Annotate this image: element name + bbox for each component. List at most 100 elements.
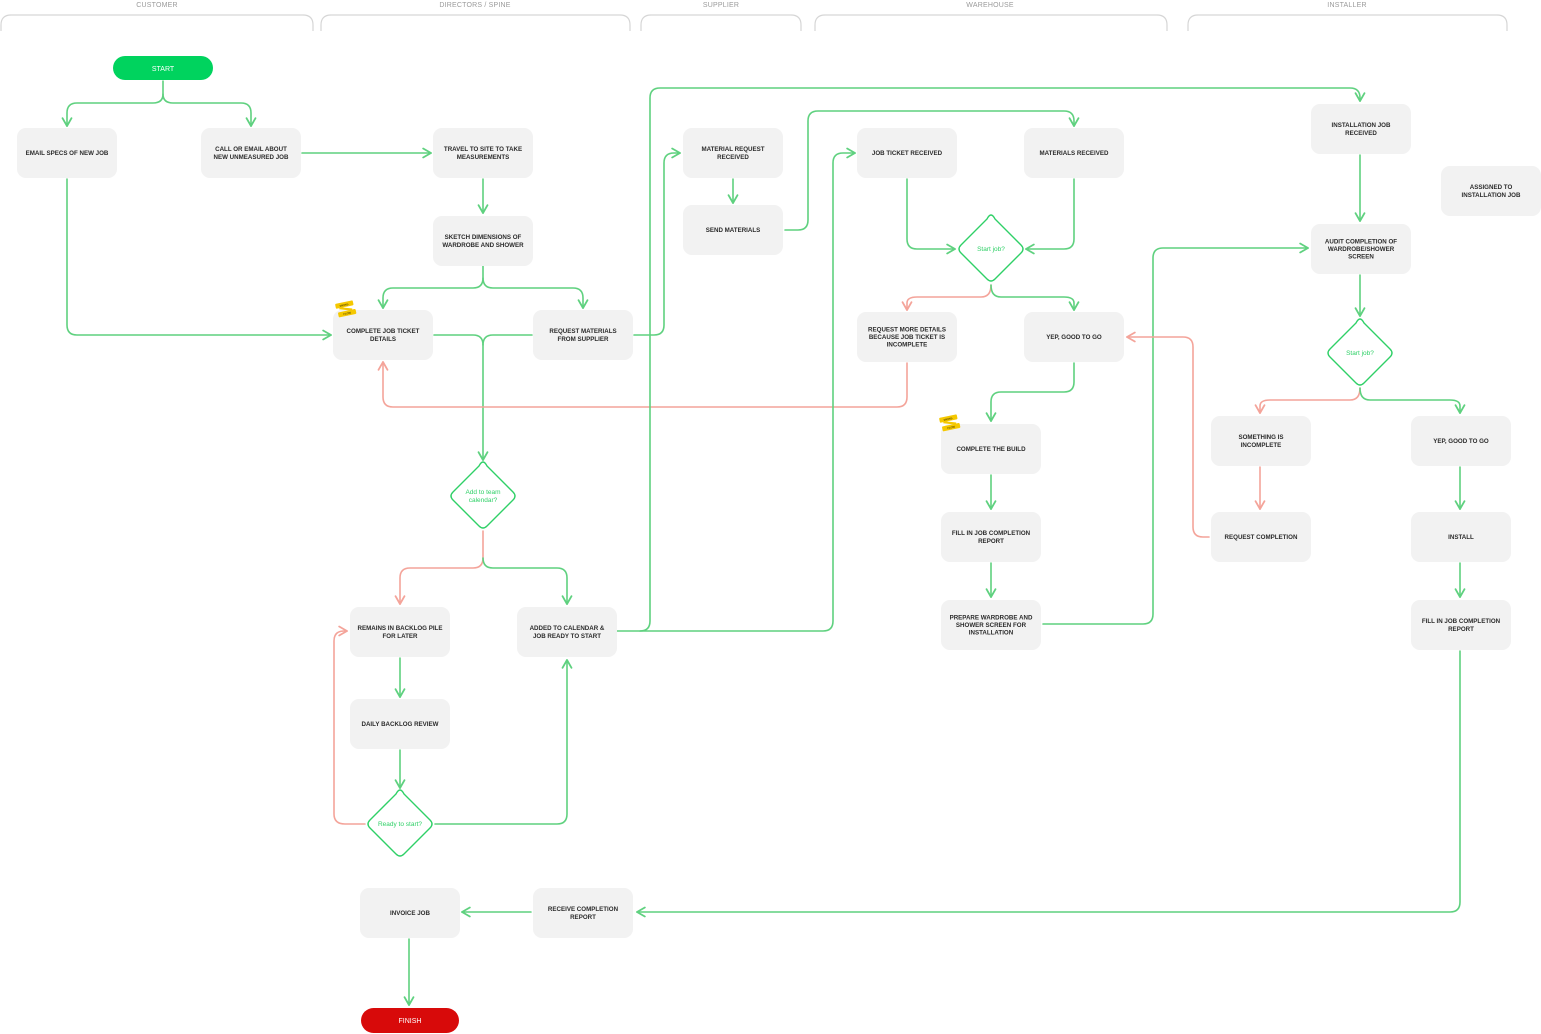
edge-sketch-to-ticket — [377, 265, 484, 309]
node-box — [857, 312, 957, 362]
process-node-request-completion[interactable]: REQUEST COMPLETION — [1211, 512, 1311, 562]
process-node-wh-good[interactable]: YEP, GOOD TO GO — [1024, 312, 1124, 362]
edge-instart-to-incomplete — [1254, 387, 1361, 414]
process-node-send-materials[interactable]: SEND MATERIALS — [683, 205, 783, 255]
lane-bracket-installer — [1187, 14, 1508, 31]
node-box — [17, 128, 117, 178]
process-node-invoice[interactable]: INVOICE JOB — [360, 888, 460, 938]
decision-label: Ready to start? — [378, 821, 422, 828]
edge-ready-to-backlog — [333, 625, 366, 825]
decision-label: Start job? — [1346, 350, 1374, 357]
node-box — [683, 205, 783, 255]
node-box — [857, 128, 957, 178]
node-box — [941, 512, 1041, 562]
node-label: ADDED TO CALENDAR &JOB READY TO START — [530, 625, 605, 640]
decision-wh-start[interactable]: Start job? — [958, 214, 1024, 282]
node-box — [1211, 416, 1311, 466]
process-node-added-calendar[interactable]: ADDED TO CALENDAR &JOB READY TO START — [517, 607, 617, 657]
lane-bracket-supplier — [640, 14, 802, 31]
node-box — [1411, 512, 1511, 562]
lane-title-supplier: SUPPLIER — [703, 2, 739, 9]
decision-diamond — [1327, 318, 1393, 386]
node-box — [941, 424, 1041, 474]
process-node-in-good[interactable]: YEP, GOOD TO GO — [1411, 416, 1511, 466]
edge-instart-to-good — [1359, 387, 1466, 414]
edge-send-to-matrec — [784, 110, 1080, 231]
edge-added-to-ticketrec — [616, 147, 856, 632]
edge-addcal-to-backlog — [394, 530, 484, 605]
edge-request-to-supplier — [633, 147, 681, 336]
lane-headers: CUSTOMER DIRECTORS / SPINE SUPPLIER WARE… — [0, 2, 1508, 31]
micro-flow-sticker: MICRO- FLOW — [939, 414, 961, 432]
node-label: EMAIL SPECS OF NEW JOB — [26, 150, 109, 157]
node-box — [683, 128, 783, 178]
process-node-install[interactable]: INSTALL — [1411, 512, 1511, 562]
node-box — [360, 888, 460, 938]
decision-ready-start[interactable]: Ready to start? — [367, 789, 433, 857]
node-label: SEND MATERIALS — [706, 227, 761, 234]
lane-bracket-directors — [320, 14, 631, 31]
decision-in-start[interactable]: Start job? — [1327, 318, 1393, 386]
process-node-email-specs[interactable]: EMAIL SPECS OF NEW JOB — [17, 128, 117, 178]
node-box — [1211, 512, 1311, 562]
process-node-materials-received[interactable]: MATERIALS RECEIVED — [1024, 128, 1124, 178]
node-label: INVOICE JOB — [390, 910, 430, 917]
node-box — [517, 607, 617, 657]
node-box — [1441, 166, 1541, 216]
start-terminal[interactable]: START — [113, 56, 213, 80]
finish-terminal[interactable]: FINISH — [361, 1008, 459, 1033]
edge-reqcompletion-to-good — [1126, 331, 1210, 538]
edge-whstart-to-good — [990, 284, 1080, 311]
lane-bracket-customer — [0, 14, 314, 31]
node-box — [1311, 104, 1411, 154]
process-node-ticket-received[interactable]: JOB TICKET RECEIVED — [857, 128, 957, 178]
edges — [61, 80, 1466, 1006]
node-label: REQUEST COMPLETION — [1225, 534, 1298, 541]
edge-matrec-to-start — [1025, 178, 1075, 255]
lane-title-installer: INSTALLER — [1327, 2, 1366, 9]
lane-title-warehouse: WAREHOUSE — [966, 2, 1014, 9]
node-label: COMPLETE THE BUILD — [956, 446, 1026, 453]
sticker-label-top: MICRO- — [943, 416, 953, 422]
node-box — [1411, 600, 1511, 650]
finish-label: FINISH — [399, 1018, 422, 1025]
process-nodes: EMAIL SPECS OF NEW JOB CALL OR EMAIL ABOU… — [17, 104, 1541, 938]
sticker-label-bottom: FLOW — [947, 424, 956, 430]
process-node-complete-build[interactable]: COMPLETE THE BUILD — [941, 424, 1041, 474]
process-node-daily-review[interactable]: DAILY BACKLOG REVIEW — [350, 699, 450, 749]
edge-whstart-to-requestmore — [901, 284, 992, 311]
node-box — [1311, 224, 1411, 274]
lane-title-customer: CUSTOMER — [136, 2, 178, 9]
edge-addcal-to-added — [482, 557, 573, 605]
node-label: JOB TICKET RECEIVED — [872, 150, 943, 157]
edge-requestmore-to-ticket — [377, 361, 908, 408]
